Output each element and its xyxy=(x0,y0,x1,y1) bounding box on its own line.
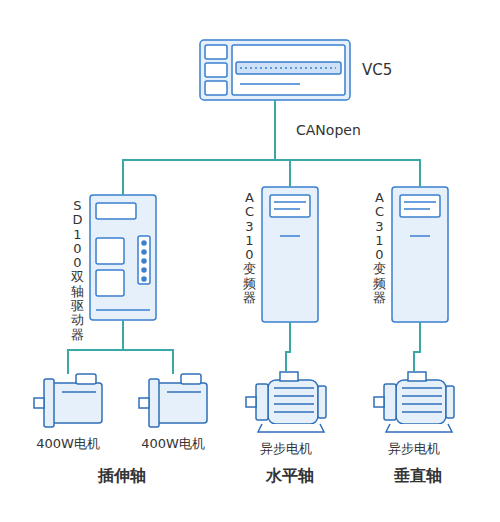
servo-drive-box: SD100双轴驱动器 xyxy=(90,195,156,320)
bus-connector xyxy=(414,322,420,372)
bus-connector xyxy=(275,100,420,187)
async-motor-drawing xyxy=(246,372,454,432)
async-motor-box: 异步电机 xyxy=(246,372,326,432)
axis-label: 插伸轴 xyxy=(98,466,146,487)
inverter-box: AC310变频器 xyxy=(392,187,448,322)
servo-motor-box: 400W电机 xyxy=(139,374,207,427)
motor-name: 异步电机 xyxy=(260,440,312,458)
bus-connector xyxy=(286,322,290,372)
axis-label: 垂直轴 xyxy=(394,466,442,487)
bus-connector xyxy=(275,100,290,187)
servo-drive-drawing xyxy=(90,195,156,320)
bus-connector xyxy=(123,320,173,374)
inverter-box: AC310变频器 xyxy=(262,187,318,322)
bus-label: CANopen xyxy=(296,122,361,138)
controller-drawing xyxy=(200,40,350,100)
motor-name: 异步电机 xyxy=(388,440,440,458)
device-name: SD100双轴驱动器 xyxy=(71,199,84,342)
motor-name: 400W电机 xyxy=(36,435,100,453)
device-name: AC310变频器 xyxy=(373,191,386,305)
motor-name: 400W电机 xyxy=(141,435,205,453)
controller-box: VC5 xyxy=(200,40,350,100)
async-motor-box: 异步电机 xyxy=(374,372,454,432)
axis-label: 水平轴 xyxy=(266,466,314,487)
device-name: VC5 xyxy=(362,61,392,79)
device-name: AC310变频器 xyxy=(243,191,256,305)
bus-connector xyxy=(123,100,275,195)
servo-motor-drawing xyxy=(34,374,207,427)
servo-motor-box: 400W电机 xyxy=(34,374,102,427)
inverter-drawing xyxy=(262,187,448,322)
